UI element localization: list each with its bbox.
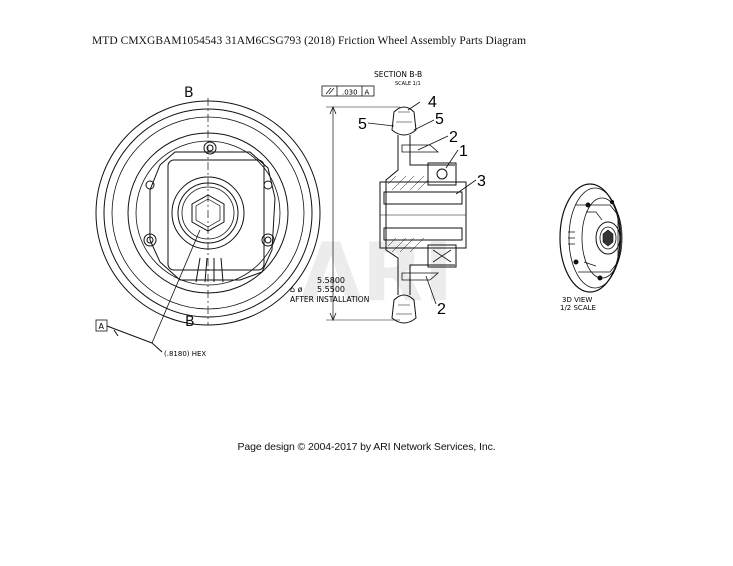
dimension-symbol: ⌂ ø bbox=[290, 285, 303, 294]
section-arrow-label-top: B bbox=[184, 85, 194, 101]
callout-2-bottom[interactable]: 2 bbox=[437, 301, 446, 318]
callout-3[interactable]: 3 bbox=[477, 173, 486, 190]
section-scale: SCALE 1/1 bbox=[395, 81, 421, 87]
callout-5-left[interactable]: 5 bbox=[358, 116, 367, 133]
callout-5-right[interactable]: 5 bbox=[435, 111, 444, 128]
section-arrow-label-bottom: B bbox=[185, 314, 195, 330]
callout-2-top[interactable]: 2 bbox=[449, 129, 458, 146]
section-title: SECTION B-B bbox=[374, 70, 422, 79]
3d-view-scale: 1/2 SCALE bbox=[560, 304, 596, 312]
3d-view-label: 3D VIEW bbox=[562, 296, 592, 304]
page-title: MTD CMXGBAM1054543 31AM6CSG793 (2018) Fr… bbox=[92, 35, 527, 47]
hex-label: (.8180) HEX bbox=[164, 350, 206, 358]
copyright-credit: Page design © 2004-2017 by ARI Network S… bbox=[237, 441, 496, 453]
dimension-note: AFTER INSTALLATION bbox=[290, 295, 369, 304]
callout-4[interactable]: 4 bbox=[428, 94, 437, 111]
datum-label: A bbox=[99, 322, 105, 331]
section-view bbox=[321, 85, 477, 324]
front-view bbox=[95, 98, 321, 353]
callout-1[interactable]: 1 bbox=[459, 143, 468, 160]
datum-box bbox=[95, 319, 108, 332]
dimension-bottom: 5.5500 bbox=[317, 285, 345, 294]
dimension-top: 5.5800 bbox=[317, 276, 345, 285]
watermark-text: ARI bbox=[300, 226, 453, 319]
tolerance-datum: A bbox=[365, 89, 370, 97]
tolerance-value: .030 bbox=[342, 89, 358, 97]
3d-view bbox=[559, 183, 623, 293]
